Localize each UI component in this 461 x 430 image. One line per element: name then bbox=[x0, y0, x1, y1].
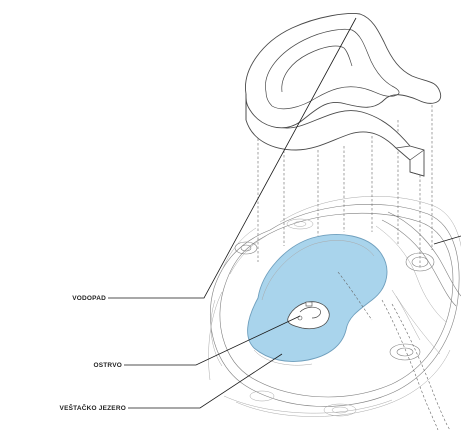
label-waterfall: VODOPAD bbox=[72, 295, 106, 302]
waterfall-structure bbox=[245, 14, 440, 176]
label-island: OSTRVO bbox=[93, 362, 122, 369]
lake-leader bbox=[128, 354, 282, 408]
right-leader bbox=[434, 236, 461, 244]
label-lake: VEŠTAČKO JEZERO bbox=[60, 403, 126, 412]
lake bbox=[248, 234, 387, 365]
lake-shape bbox=[248, 234, 387, 361]
